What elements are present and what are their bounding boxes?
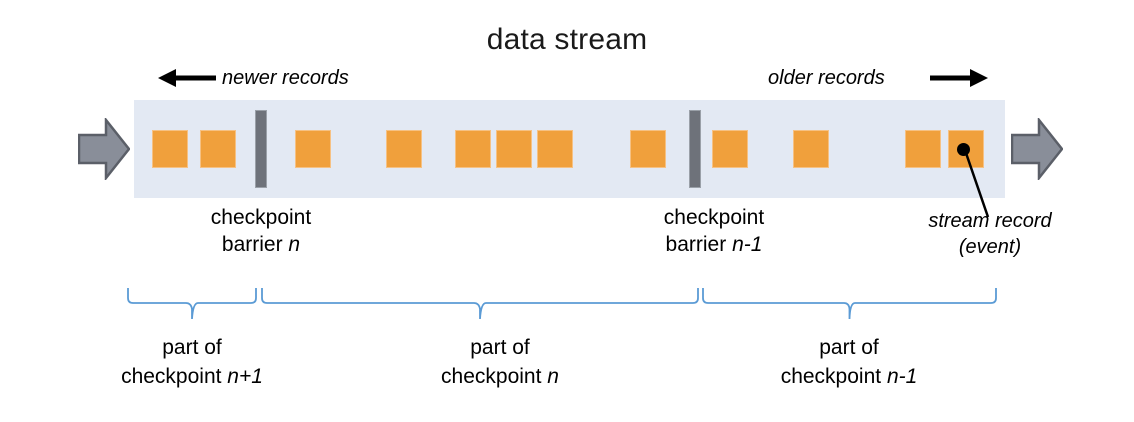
part-line-1: part of [819, 336, 879, 359]
stream-record [152, 130, 188, 168]
inflow-arrow-icon [78, 118, 130, 180]
part-line-2-prefix: checkpoint [441, 365, 548, 388]
callout-leader-line [964, 152, 990, 217]
caption-line-1: checkpoint [210, 206, 312, 229]
part-of-checkpoint-n-minus-1-label: part of checkpoint n-1 [718, 333, 980, 391]
caption-line-2-italic: n-1 [732, 233, 763, 256]
outflow-arrow-icon [1011, 118, 1063, 180]
part-line-1: part of [470, 336, 530, 359]
part-line-2-italic: n-1 [886, 365, 918, 388]
stream-record [630, 130, 666, 168]
stream-record-callout-label: stream record (event) [880, 208, 1100, 260]
stream-record-highlighted [948, 130, 984, 168]
older-records-arrow-icon [930, 69, 988, 87]
checkpoint-barrier-n [255, 110, 267, 188]
stream-record [455, 130, 491, 168]
caption-line-2-prefix: barrier [221, 233, 289, 256]
checkpoint-barrier-n-1 [689, 110, 701, 188]
diagram-title: data stream [486, 23, 648, 56]
part-line-1: part of [162, 336, 222, 359]
callout-dot-icon [957, 143, 970, 156]
part-line-2-italic: n+1 [227, 365, 263, 388]
caption-line-2-prefix: barrier [665, 233, 733, 256]
caption-line-1: checkpoint [663, 206, 765, 229]
checkpoint-barrier-n-1-caption: checkpoint barrier n-1 [578, 204, 850, 258]
part-line-2-italic: n [547, 365, 559, 388]
newer-records-arrow-icon [158, 69, 216, 87]
stream-record [712, 130, 748, 168]
part-line-2-prefix: checkpoint [121, 365, 228, 388]
stream-record [295, 130, 331, 168]
newer-records-label: newer records [222, 67, 349, 89]
stream-record [793, 130, 829, 168]
callout-line-1: stream record [928, 210, 1052, 232]
stream-record [537, 130, 573, 168]
stream-record [200, 130, 236, 168]
stream-record [905, 130, 941, 168]
part-of-checkpoint-n-label: part of checkpoint n [360, 333, 640, 391]
part-line-2-prefix: checkpoint [780, 365, 887, 388]
brace-checkpoint-n-minus-1 [702, 288, 997, 320]
checkpoint-barrier-n-caption: checkpoint barrier n [140, 204, 382, 258]
caption-line-2-italic: n [288, 233, 301, 256]
part-of-checkpoint-n-plus-1-label: part of checkpoint n+1 [62, 333, 322, 391]
brace-checkpoint-n-plus-1 [127, 288, 257, 320]
callout-line-2: (event) [958, 236, 1022, 258]
brace-checkpoint-n [261, 288, 699, 320]
older-records-label: older records [768, 67, 885, 89]
stream-record [496, 130, 532, 168]
stream-record [386, 130, 422, 168]
